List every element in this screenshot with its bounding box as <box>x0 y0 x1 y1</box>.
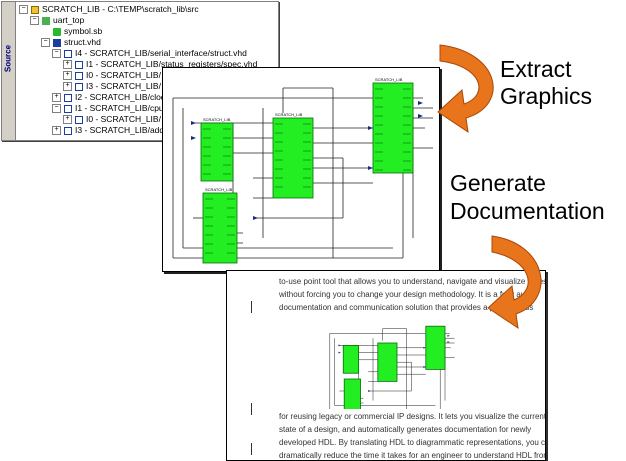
port-arrow <box>368 126 373 130</box>
port-arrow <box>191 121 196 125</box>
port-arrow <box>368 166 373 170</box>
tree-item-label: I1 - SCRATCH_LIB/cpu <box>75 103 164 113</box>
collapse-toggle-icon[interactable]: − <box>41 38 50 48</box>
doc-line: developed HDL. By translating HDL to dia… <box>279 438 546 447</box>
doc-line: to-use point tool that allows you to und… <box>279 277 546 286</box>
schematic-block <box>343 378 361 409</box>
collapse-toggle-icon[interactable]: − <box>52 104 61 114</box>
doc-line: documentation and communication solution… <box>279 303 534 312</box>
doc-line: dramatically reduce the time it takes fo… <box>279 451 546 460</box>
inst-icon <box>64 126 72 135</box>
doc-line: for reusing legacy or commercial IP desi… <box>279 412 546 421</box>
doc-change-bar <box>251 301 252 313</box>
port-arrow <box>338 351 341 354</box>
tree-item[interactable]: + I1 - SCRATCH_LIB/status_registers/spec.… <box>63 58 257 70</box>
schematic-block <box>200 122 234 182</box>
expand-toggle-icon[interactable]: + <box>63 60 72 70</box>
tree-item[interactable]: − I4 - SCRATCH_LIB/serial_interface/struc… <box>52 47 247 59</box>
block-title: SCRATCH_LIB <box>205 187 233 192</box>
doc-change-bar <box>251 443 252 455</box>
root-icon <box>31 5 39 14</box>
block-title: SCRATCH_LIB <box>275 112 303 117</box>
documentation-caption: Documentation <box>450 198 605 224</box>
tree-item-label: I3 - SCRATCH_LIB/add <box>75 125 165 135</box>
inst-icon <box>75 60 83 69</box>
generate-arrow-icon <box>487 235 542 330</box>
schematic-canvas: SCRATCH_LIB SCRATCH_LIB SCRATCH_LIB SCRATCH… <box>172 77 433 264</box>
tree-item-label: I3 - SCRATCH_LIB/ <box>86 81 161 91</box>
tree-item-label: uart_top <box>53 15 85 25</box>
port-arrow <box>418 114 423 118</box>
block-title: SCRATCH_LIB <box>375 77 403 82</box>
port-arrow <box>191 136 196 140</box>
port-arrow <box>368 390 371 392</box>
expand-toggle-icon[interactable]: + <box>63 71 72 81</box>
port-arrow <box>447 341 450 343</box>
port-arrow <box>253 216 258 220</box>
doc-line: without forcing you to change your desig… <box>279 290 526 299</box>
tree-item[interactable]: + I3 - SCRATCH_LIB/ <box>63 80 161 92</box>
inst-icon <box>64 49 72 58</box>
tree-item[interactable]: + I3 - SCRATCH_LIB/add <box>52 124 164 136</box>
inst-icon <box>75 71 83 80</box>
schematic-block <box>202 192 238 264</box>
inst-icon <box>75 82 83 91</box>
expand-toggle-icon[interactable]: + <box>63 115 72 125</box>
tree-item[interactable]: − struct.vhd <box>41 36 101 48</box>
graphics-caption: Graphics <box>500 83 593 109</box>
tree-item[interactable]: symbol.sb <box>41 25 102 37</box>
tree-item[interactable]: − SCRATCH_LIB - C:\TEMP\scratch_lib\src <box>19 3 199 15</box>
tree-item-label: I4 - SCRATCH_LIB/serial_interface/struct… <box>75 48 247 58</box>
port-arrow <box>447 334 450 337</box>
tree-item[interactable]: + I0 - SCRATCH_LIB/ <box>63 69 161 81</box>
expand-toggle-icon[interactable]: + <box>52 93 61 103</box>
document-window: to-use point tool that allows you to und… <box>226 270 546 461</box>
port-arrow <box>423 366 426 368</box>
top-icon <box>42 16 50 25</box>
extract-caption: Extract <box>500 56 572 82</box>
source-tree: −SCRATCH_LIB - C:\TEMP\scratch_lib\src−u… <box>17 2 278 140</box>
tree-item-label: I1 - SCRATCH_LIB/status_registers/spec.v… <box>86 59 258 69</box>
tree-item[interactable]: + I0 - SCRATCH_LIB/ <box>63 113 161 125</box>
schematic-block <box>342 344 359 374</box>
expand-toggle-icon[interactable]: + <box>63 82 72 92</box>
collapse-toggle-icon[interactable]: − <box>30 16 39 26</box>
block-title: SCRATCH_LIB <box>203 117 231 122</box>
thumbnail-drawing <box>329 325 455 409</box>
schematic-drawing: SCRATCH_LIB SCRATCH_LIB SCRATCH_LIB SCRATCH… <box>172 77 433 264</box>
tree-item-label: symbol.sb <box>64 26 103 36</box>
inst-icon <box>64 104 72 113</box>
tree-item-label: struct.vhd <box>64 37 101 47</box>
schematic-block <box>272 117 314 199</box>
sym-icon <box>53 27 61 36</box>
file-icon <box>53 38 61 47</box>
tree-item[interactable]: − uart_top <box>30 14 84 26</box>
extract-arrow-icon <box>437 44 494 134</box>
inst-icon <box>75 115 83 124</box>
collapse-toggle-icon[interactable]: − <box>52 49 61 59</box>
doc-schematic-thumbnail <box>329 325 455 409</box>
doc-line: state of a design, and automatically gen… <box>279 425 532 434</box>
tree-item-label: I0 - SCRATCH_LIB/ <box>86 114 161 124</box>
doc-change-bar <box>251 403 252 415</box>
tree-item[interactable]: − I1 - SCRATCH_LIB/cpu <box>52 102 164 114</box>
tree-item-label: I0 - SCRATCH_LIB/ <box>86 70 161 80</box>
port-arrow <box>418 101 423 105</box>
tree-item-label: I2 - SCRATCH_LIB/cloc <box>75 92 166 102</box>
schematic-window: SCRATCH_LIB SCRATCH_LIB SCRATCH_LIB SCRATCH… <box>162 67 440 272</box>
tree-item[interactable]: + I2 - SCRATCH_LIB/cloc <box>52 91 165 103</box>
generate-caption: Generate <box>450 170 546 196</box>
schematic-block <box>377 342 398 382</box>
tree-item-label: SCRATCH_LIB - C:\TEMP\scratch_lib\src <box>42 4 199 14</box>
inst-icon <box>64 93 72 102</box>
port-arrow <box>423 346 426 349</box>
expand-toggle-icon[interactable]: + <box>52 126 61 136</box>
port-arrow <box>338 344 341 347</box>
schematic-block <box>425 325 446 370</box>
collapse-toggle-icon[interactable]: − <box>19 5 28 15</box>
source-tab[interactable]: Source <box>2 2 16 140</box>
